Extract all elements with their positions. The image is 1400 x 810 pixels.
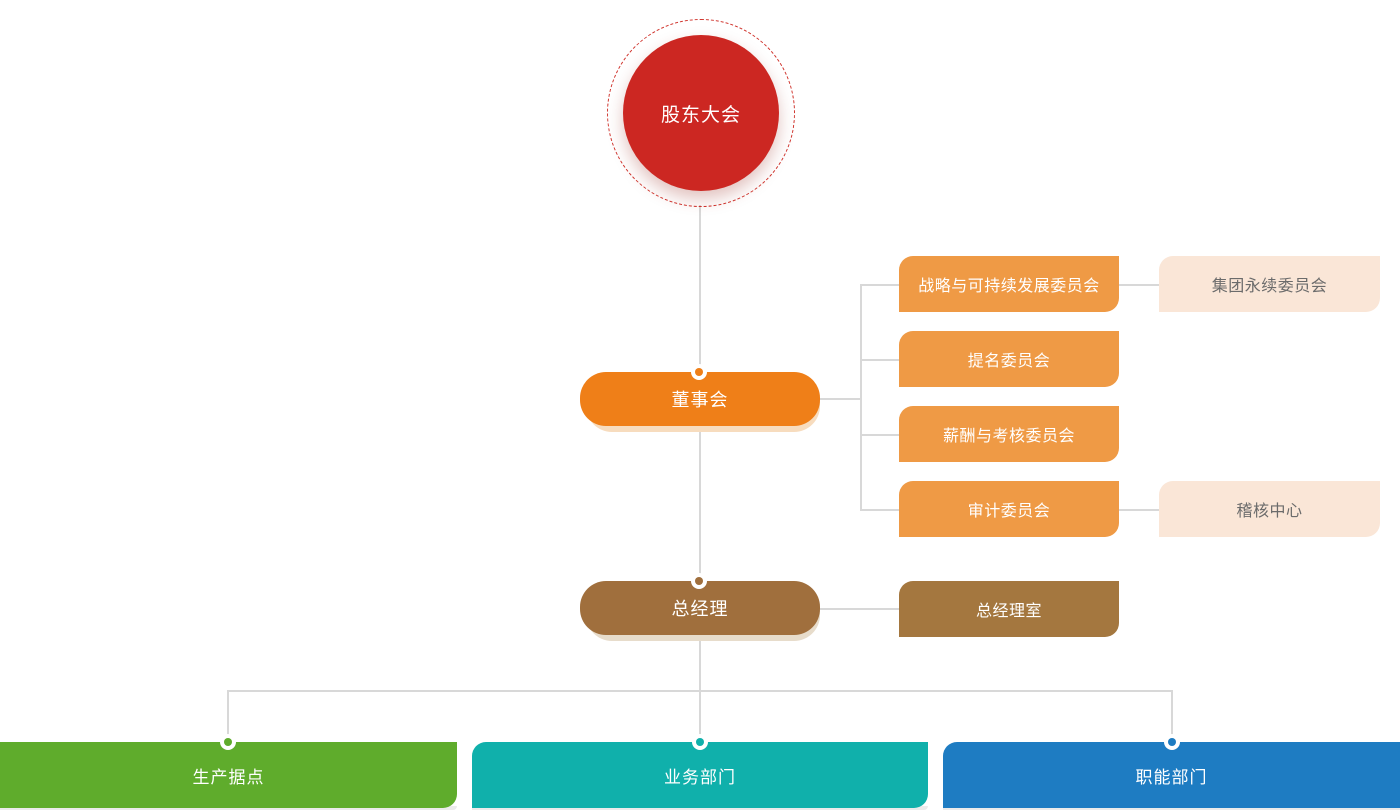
department-panel-2[interactable]: 业务部门 <box>472 742 928 808</box>
connector-committee-bracket-spine <box>860 284 862 510</box>
connector-board-to-bracket <box>820 398 862 400</box>
board-of-directors-label: 董事会 <box>671 390 729 410</box>
department-connector-dot-2 <box>692 734 708 750</box>
committee-label-3: 薪酬与考核委员会 <box>942 428 1075 445</box>
connector-bus-to-department-2 <box>699 690 701 742</box>
connector-bus-to-department-3 <box>1171 690 1173 742</box>
committee-box-4[interactable]: 审计委员会 <box>899 481 1119 537</box>
department-label-3: 职能部门 <box>1135 767 1208 787</box>
connector-bracket-to-committee-3 <box>860 434 900 436</box>
general-manager-node[interactable]: 总经理 <box>580 581 820 635</box>
subunit-label-1: 集团永续委员会 <box>1211 278 1328 295</box>
connector-bracket-to-committee-4 <box>860 509 900 511</box>
department-panel-3[interactable]: 职能部门 <box>943 742 1400 808</box>
general-manager-label: 总经理 <box>671 599 729 619</box>
board-of-directors-node[interactable]: 董事会 <box>580 372 820 426</box>
committee-box-2[interactable]: 提名委员会 <box>899 331 1119 387</box>
general-manager-office-box[interactable]: 总经理室 <box>899 581 1119 637</box>
department-connector-dot-3 <box>1164 734 1180 750</box>
subunit-box-1[interactable]: 集团永续委员会 <box>1159 256 1380 312</box>
department-label-2: 业务部门 <box>664 767 736 787</box>
connector-bus-to-department-1 <box>227 690 229 742</box>
shareholders-meeting-dashed-ring <box>607 19 795 207</box>
department-panel-1[interactable]: 生产据点 <box>0 742 457 808</box>
department-panel-shadow-2 <box>472 806 928 810</box>
committee-box-1[interactable]: 战略与可持续发展委员会 <box>899 256 1119 312</box>
committee-box-3[interactable]: 薪酬与考核委员会 <box>899 406 1119 462</box>
connector-manager-to-gm-office <box>820 608 900 610</box>
connector-bracket-to-committee-2 <box>860 359 900 361</box>
department-panel-shadow-1 <box>0 806 457 810</box>
board-connector-dot <box>691 364 707 380</box>
shareholders-meeting-node[interactable]: 股东大会 <box>623 35 779 191</box>
connector-bracket-to-committee-1 <box>860 284 900 286</box>
committee-label-2: 提名委员会 <box>967 353 1051 370</box>
department-connector-dot-1 <box>220 734 236 750</box>
committee-label-1: 战略与可持续发展委员会 <box>918 278 1100 295</box>
committee-label-4: 审计委员会 <box>967 503 1051 520</box>
connector-committee1-to-subunit1 <box>1119 284 1160 286</box>
subunit-label-2: 稽核中心 <box>1236 503 1303 520</box>
department-label-1: 生产据点 <box>192 767 265 787</box>
connector-manager-to-bus <box>699 641 701 691</box>
general-manager-office-label: 总经理室 <box>975 603 1042 620</box>
subunit-box-2[interactable]: 稽核中心 <box>1159 481 1380 537</box>
shareholders-meeting-label: 股东大会 <box>660 104 741 126</box>
connector-committee4-to-subunit2 <box>1119 509 1160 511</box>
department-panel-shadow-3 <box>943 806 1400 810</box>
connector-shareholders-to-board <box>699 205 701 366</box>
connector-board-to-manager <box>699 432 701 575</box>
general-manager-connector-dot <box>691 573 707 589</box>
